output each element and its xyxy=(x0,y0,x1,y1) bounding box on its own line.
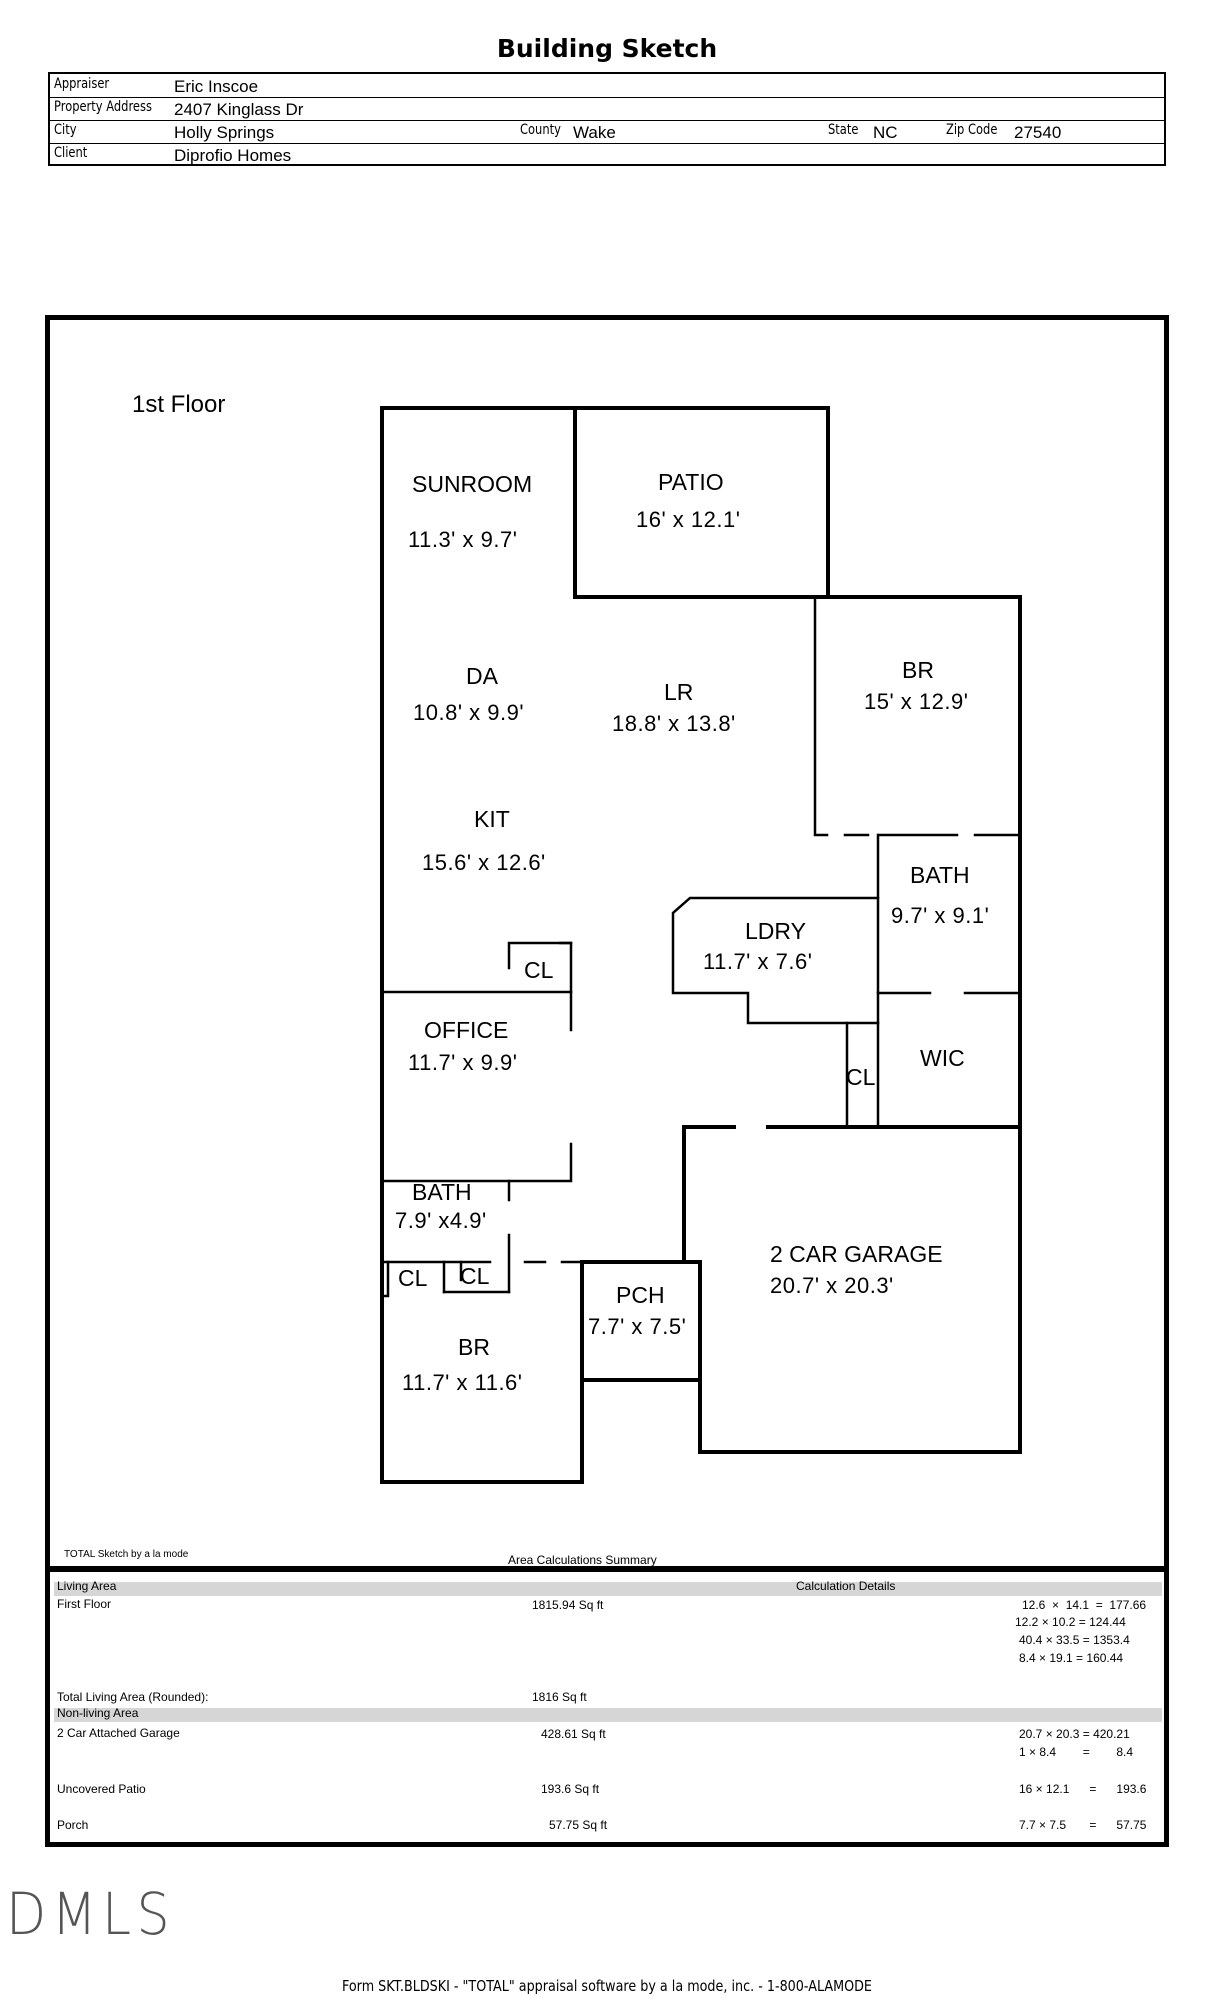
room-pch-dim: 7.7' x 7.5' xyxy=(588,1314,687,1339)
page-title: Building Sketch xyxy=(496,34,718,63)
garage-area-label: 2 Car Attached Garage xyxy=(57,1726,180,1740)
city-row: City Holly Springs County Wake State NC … xyxy=(50,120,1164,144)
room-cl3-label: CL xyxy=(398,1265,428,1291)
appraiser-row: Appraiser Eric Inscoe xyxy=(50,74,1164,98)
header-table: Appraiser Eric Inscoe Property Address 2… xyxy=(48,72,1166,166)
room-bath1-label: BATH xyxy=(910,862,970,888)
first-floor-calc-3: 40.4 × 33.5 = 1353.4 xyxy=(1019,1633,1130,1647)
living-area-label: Living Area xyxy=(57,1579,117,1593)
garage-calc-2: 1 × 8.4 = 8.4 xyxy=(1019,1745,1134,1759)
office-bottom-wall xyxy=(380,1142,573,1183)
room-br1-dim: 15' x 12.9' xyxy=(864,689,969,714)
calc-details-label: Calculation Details xyxy=(796,1579,896,1593)
room-office-label: OFFICE xyxy=(424,1017,509,1043)
room-patio-dim: 16' x 12.1' xyxy=(636,507,741,532)
room-bath2-label: BATH xyxy=(412,1179,472,1205)
first-floor-calc-4: 8.4 × 19.1 = 160.44 xyxy=(1019,1651,1124,1665)
address-value: 2407 Kinglass Dr xyxy=(174,100,304,119)
room-lr-dim: 18.8' x 13.8' xyxy=(612,711,736,736)
outer-wall xyxy=(380,406,584,1484)
room-kit-label: KIT xyxy=(474,806,510,832)
room-wic-label: WIC xyxy=(920,1045,965,1071)
area-summary-box xyxy=(45,1567,1169,1847)
address-row: Property Address 2407 Kinglass Dr xyxy=(50,97,1164,121)
room-lr-label: LR xyxy=(664,679,694,705)
client-value: Diprofio Homes xyxy=(174,146,292,165)
appraiser-value: Eric Inscoe xyxy=(174,77,259,96)
non-living-area-band xyxy=(54,1708,1162,1722)
porch-outline xyxy=(580,1260,702,1382)
client-row: Client Diprofio Homes xyxy=(50,143,1164,166)
room-kit-dim: 15.6' x 12.6' xyxy=(422,850,546,875)
porch-area-label: Porch xyxy=(57,1818,89,1832)
room-office-dim: 11.7' x 9.9' xyxy=(408,1050,518,1075)
room-cl1-label: CL xyxy=(524,957,554,983)
room-garage-label: 2 CAR GARAGE xyxy=(770,1241,943,1267)
room-sunroom-label: SUNROOM xyxy=(412,471,533,497)
room-patio-label: PATIO xyxy=(658,469,724,495)
room-br1-label: BR xyxy=(902,657,934,683)
state-value: NC xyxy=(873,123,898,142)
first-floor-value: 1815.94 Sq ft xyxy=(532,1598,604,1612)
dmls-logo: DMLS xyxy=(6,1880,176,1948)
county-value: Wake xyxy=(573,123,616,142)
appraiser-label: Appraiser xyxy=(54,76,110,92)
outer-wall-east xyxy=(573,595,1022,1454)
room-br2-label: BR xyxy=(458,1334,490,1360)
patio-area-label: Uncovered Patio xyxy=(57,1782,146,1796)
room-ldry-dim: 11.7' x 7.6' xyxy=(703,949,813,974)
area-summary-title: Area Calculations Summary xyxy=(508,1553,657,1567)
garage-wall xyxy=(682,1125,736,1264)
room-da-dim: 10.8' x 9.9' xyxy=(413,700,525,725)
patio-calc: 16 × 12.1 = 193.6 xyxy=(1019,1782,1147,1796)
br-wall xyxy=(813,595,829,837)
form-footer: Form SKT.BLDSKI - "TOTAL" appraisal soft… xyxy=(341,1977,872,1995)
room-cl2-label: CL xyxy=(846,1064,876,1090)
room-pch-label: PCH xyxy=(616,1282,665,1308)
zip-value: 27540 xyxy=(1014,123,1062,142)
closet-walls xyxy=(380,1260,390,1298)
porch-calc: 7.7 × 7.5 = 57.75 xyxy=(1019,1818,1147,1832)
zip-label: Zip Code xyxy=(946,122,998,138)
address-label: Property Address xyxy=(54,99,152,115)
garage-calc-1: 20.7 × 20.3 = 420.21 xyxy=(1019,1727,1130,1741)
laundry-wall xyxy=(671,896,880,1025)
non-living-label: Non-living Area xyxy=(57,1706,139,1720)
first-floor-label: First Floor xyxy=(57,1597,111,1611)
floor-plan-drawing xyxy=(380,406,1022,1484)
cl-office-wall xyxy=(507,941,573,1032)
patio-outline xyxy=(573,406,830,599)
total-living-value: 1816 Sq ft xyxy=(532,1690,587,1704)
porch-area-value: 57.75 Sq ft xyxy=(549,1818,608,1832)
city-value: Holly Springs xyxy=(174,123,275,142)
garage-area-value: 428.61 Sq ft xyxy=(541,1727,606,1741)
patio-area-value: 193.6 Sq ft xyxy=(541,1782,600,1796)
state-label: State xyxy=(828,122,859,138)
first-floor-calc-1: 12.6 × 14.1 = 177.66 xyxy=(1022,1598,1147,1612)
total-living-label: Total Living Area (Rounded): xyxy=(57,1690,209,1704)
room-sunroom-dim: 11.3' x 9.7' xyxy=(408,527,518,552)
room-br2-dim: 11.7' x 11.6' xyxy=(402,1370,523,1395)
sketch-credit: TOTAL Sketch by a la mode xyxy=(64,1549,189,1560)
room-bath2-dim: 7.9' x4.9' xyxy=(395,1208,487,1233)
room-bath1-dim: 9.7' x 9.1' xyxy=(891,903,990,928)
first-floor-calc-2: 12.2 × 10.2 = 124.44 xyxy=(1015,1615,1126,1629)
room-garage-dim: 20.7' x 20.3' xyxy=(770,1273,894,1298)
room-ldry-label: LDRY xyxy=(745,918,806,944)
client-label: Client xyxy=(54,145,88,161)
room-cl4-label: CL xyxy=(460,1263,490,1289)
living-area-band xyxy=(54,1582,1162,1596)
floor-label: 1st Floor xyxy=(132,391,226,418)
county-label: County xyxy=(520,122,561,138)
room-da-label: DA xyxy=(466,663,498,689)
city-label: City xyxy=(54,122,77,138)
